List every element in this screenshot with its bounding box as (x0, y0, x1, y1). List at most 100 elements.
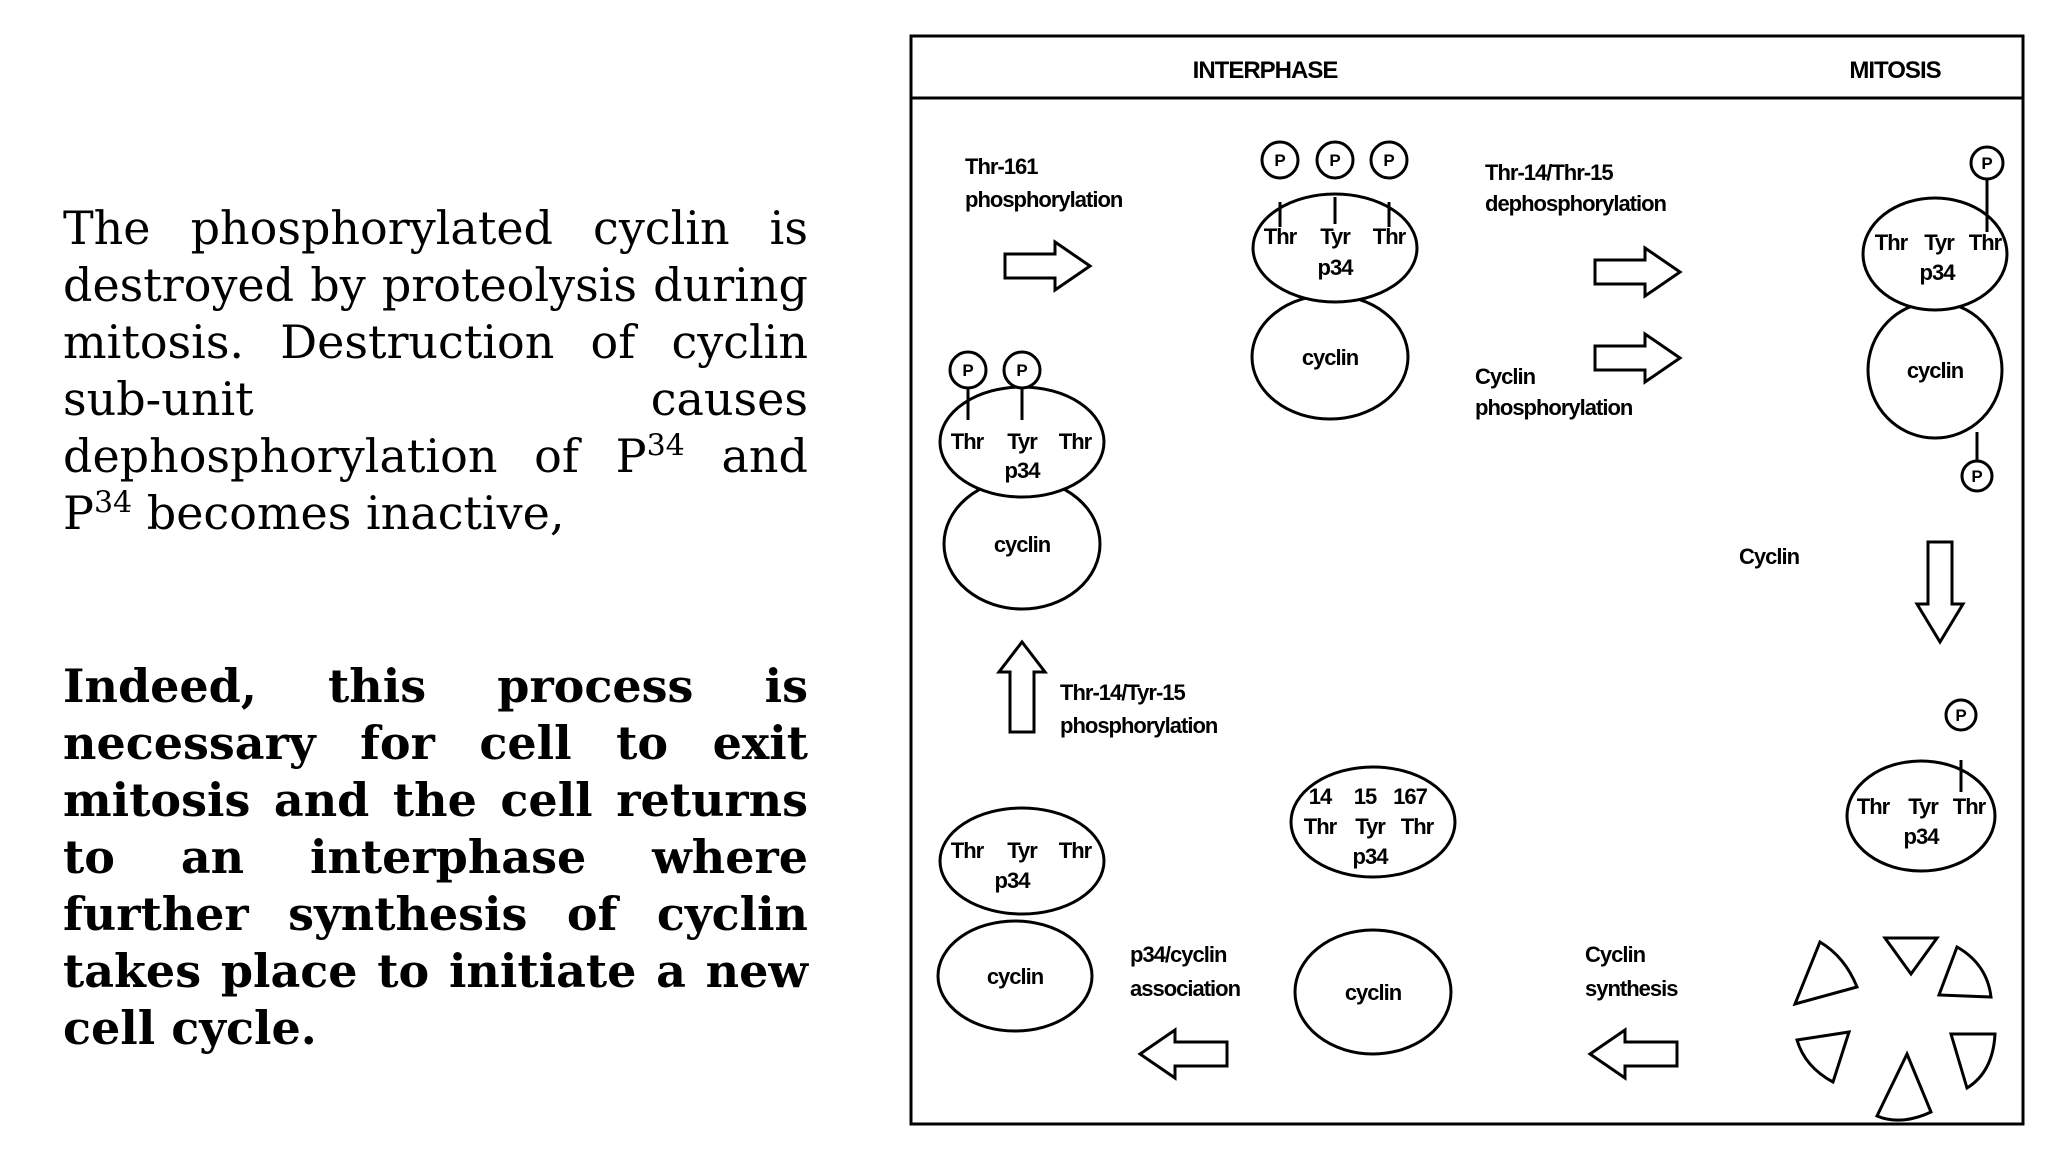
svg-text:Thr: Thr (1059, 838, 1093, 863)
svg-text:Tyr: Tyr (1908, 794, 1939, 819)
phosphate-marker (1315, 140, 1355, 180)
svg-text:Thr: Thr (1857, 794, 1891, 819)
complex-bottom-left: cyclin Thr Tyr Thr p34 (936, 806, 1106, 1033)
label-thr161: Thr-161 (965, 154, 1038, 179)
thr-label: Thr (1373, 224, 1407, 249)
cyclin-free: cyclin (1293, 928, 1453, 1056)
svg-text:Thr: Thr (1875, 230, 1909, 255)
phosphate-marker (1002, 350, 1042, 390)
svg-text:cyclin: cyclin (1345, 980, 1402, 1005)
phosphate-marker (1260, 140, 1300, 180)
cyclin-fragment (1936, 944, 1993, 999)
svg-text:Tyr: Tyr (1355, 814, 1386, 839)
svg-text:Thr: Thr (951, 429, 985, 454)
p34-subunit (938, 806, 1106, 916)
label-synthesis-1: Cyclin (1585, 942, 1646, 967)
arrow-left (1587, 1027, 1679, 1081)
degraded-cyclin-fragments (1792, 936, 1997, 1122)
svg-text:167: 167 (1393, 784, 1427, 809)
phosphate-marker (1969, 145, 2005, 181)
label-cyclin-phos-2: phosphorylation (1475, 395, 1633, 420)
svg-text:Tyr: Tyr (1924, 230, 1955, 255)
cyclin-fragment (1882, 936, 1940, 977)
phosphate-marker (1944, 698, 1978, 732)
svg-text:cyclin: cyclin (994, 532, 1051, 557)
label-synthesis-2: synthesis (1585, 976, 1678, 1001)
p1-text-a: The phosphorylated cyclin is destroyed b… (63, 201, 808, 483)
label-cyclin-free: Cyclin (1739, 544, 1800, 569)
p34-label: p34 (1318, 255, 1355, 280)
svg-text:14: 14 (1309, 784, 1333, 809)
svg-text:Thr: Thr (1969, 230, 2003, 255)
arrow-right (1593, 331, 1683, 385)
svg-text:p34: p34 (1353, 844, 1390, 869)
label-association-2: association (1130, 976, 1241, 1001)
complex-top-middle: cyclin P P P Thr Tyr Thr p34 (1250, 140, 1419, 421)
thr-label: Thr (1264, 224, 1298, 249)
tyr-label: Tyr (1320, 224, 1351, 249)
cyclin-fragment (1948, 1032, 1997, 1091)
svg-text:Thr: Thr (951, 838, 985, 863)
complex-right-bottom: P Thr Tyr Thr p34 (1845, 698, 1997, 873)
svg-text:Thr: Thr (1304, 814, 1338, 839)
svg-text:Thr: Thr (1059, 429, 1093, 454)
p1-text-c: becomes inactive, (132, 486, 565, 540)
svg-text:Tyr: Tyr (1007, 838, 1038, 863)
svg-text:p34: p34 (995, 868, 1032, 893)
svg-text:Thr: Thr (1953, 794, 1987, 819)
p34-subunit (1289, 765, 1457, 879)
label-tyr-phosphorylation: phosphorylation (1060, 713, 1218, 738)
svg-text:P: P (1329, 151, 1340, 170)
p1-text-b: and P (63, 429, 808, 540)
paragraph-2: Indeed, this process is necessary for ce… (63, 659, 808, 1055)
cyclin-fragment (1795, 1030, 1852, 1085)
svg-text:P: P (1274, 151, 1285, 170)
p34-superscript-1: 34 (646, 428, 685, 464)
label-deph-sites: Thr-14/Thr-15 (1485, 160, 1613, 185)
arrow-down (1914, 540, 1966, 645)
label-cyclin-phos-1: Cyclin (1475, 364, 1536, 389)
p34-superscript-2: 34 (93, 485, 133, 521)
svg-text:P: P (962, 361, 973, 380)
arrow-right (1593, 245, 1683, 299)
arrow-up (995, 639, 1049, 734)
svg-text:P: P (1955, 706, 1966, 725)
svg-text:p34: p34 (1920, 260, 1957, 285)
diagram-frame (909, 34, 2025, 1126)
cyclin-fragment (1874, 1050, 1933, 1122)
p34-subunit (1845, 759, 1997, 873)
p34-subunit (1861, 196, 2009, 312)
p34-free: 14 15 167 Thr Tyr Thr p34 (1289, 765, 1457, 879)
label-tyr-sites: Thr-14/Tyr-15 (1060, 680, 1186, 705)
cyclin-subunit (936, 919, 1094, 1033)
svg-text:Tyr: Tyr (1007, 429, 1038, 454)
phosphate-marker (1960, 459, 1994, 493)
phosphate-marker (1369, 140, 1409, 180)
svg-text:p34: p34 (1005, 458, 1042, 483)
paragraph-1: The phosphorylated cyclin is destroyed b… (63, 200, 808, 542)
cyclin-subunit (1293, 928, 1453, 1056)
arrow-right (1003, 239, 1093, 293)
label-thr161-phos: phosphorylation (965, 187, 1123, 212)
p34-subunit (1251, 192, 1419, 304)
svg-text:P: P (1981, 154, 1992, 173)
mitosis-heading: MITOSIS (1849, 57, 1941, 84)
label-dephosphorylation: dephosphorylation (1485, 191, 1667, 216)
svg-text:p34: p34 (1904, 824, 1941, 849)
interphase-heading: INTERPHASE (1193, 57, 1339, 84)
cell-cycle-diagram: INTERPHASE MITOSIS cyclin P P P Thr Tyr … (909, 34, 2025, 1126)
label-association-1: p34/cyclin (1130, 942, 1227, 967)
svg-text:15: 15 (1354, 784, 1377, 809)
svg-text:cyclin: cyclin (1907, 358, 1964, 383)
svg-text:Thr: Thr (1401, 814, 1435, 839)
arrow-left (1137, 1027, 1229, 1081)
phosphate-marker (948, 350, 988, 390)
cyclin-label: cyclin (1302, 345, 1359, 370)
svg-text:P: P (1971, 467, 1982, 486)
complex-left: cyclin P P Thr Tyr Thr p34 (938, 350, 1106, 611)
svg-text:cyclin: cyclin (987, 964, 1044, 989)
svg-text:P: P (1016, 361, 1027, 380)
svg-text:P: P (1383, 151, 1394, 170)
complex-right-top: cyclin P Thr Tyr Thr p34 P (1861, 145, 2009, 493)
cyclin-fragment (1792, 939, 1860, 1007)
